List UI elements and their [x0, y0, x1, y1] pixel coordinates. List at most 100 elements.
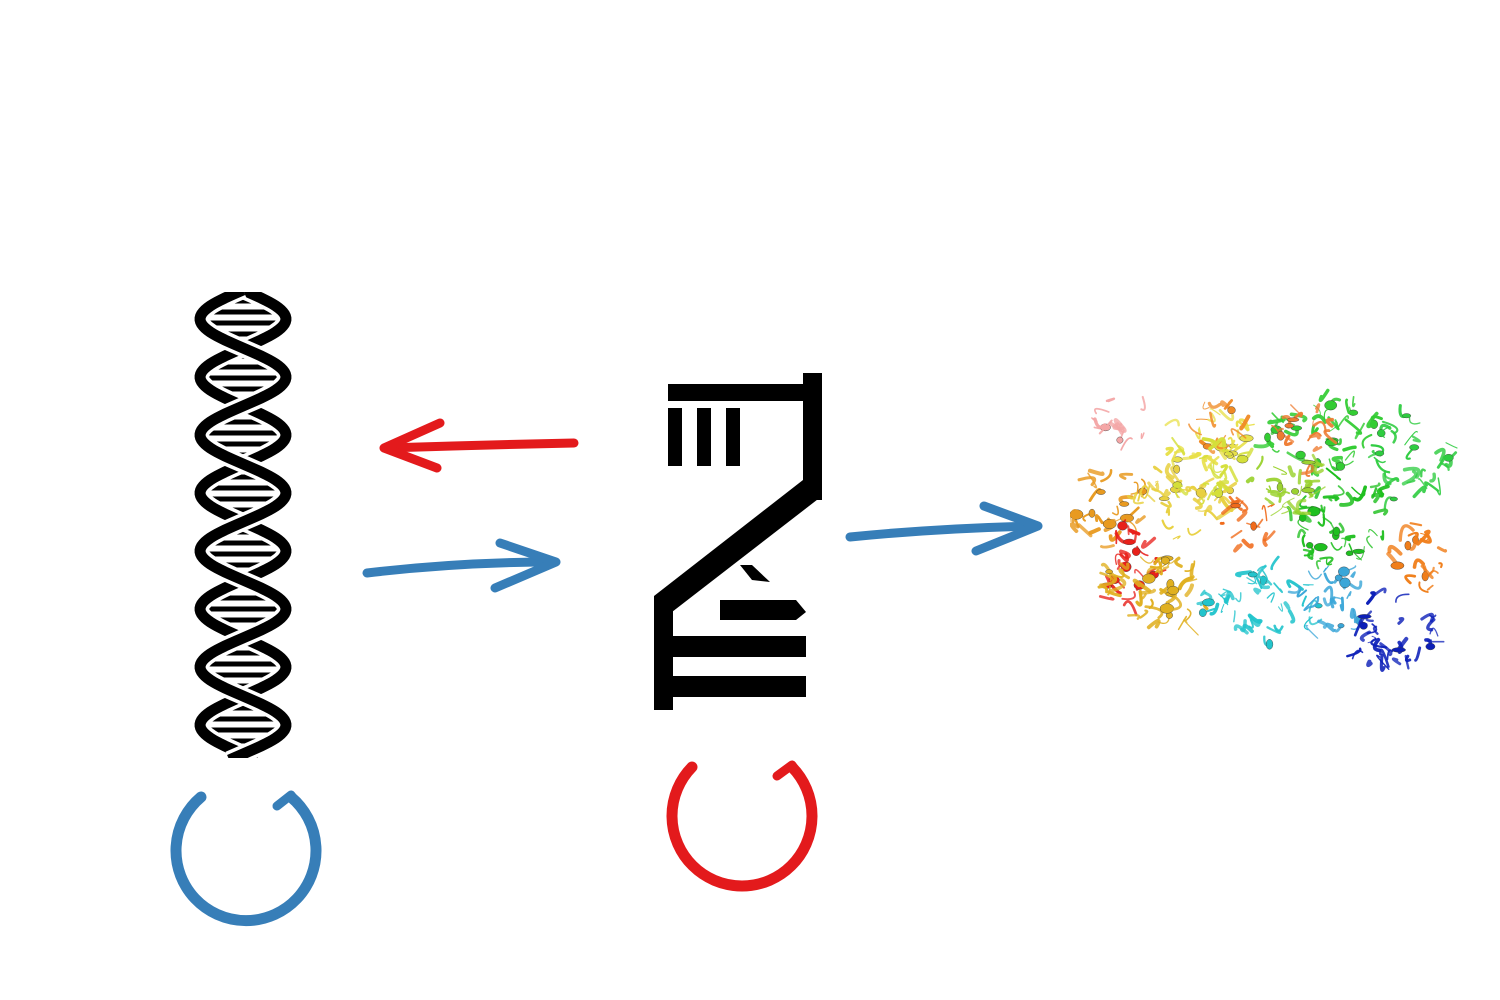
protein-ribbon-segment	[1373, 587, 1387, 597]
dna-base-pair	[211, 562, 275, 568]
protein-ribbon-segment	[1132, 496, 1144, 505]
protein-ribbon-segment	[1127, 525, 1130, 536]
protein-ribbon-segment	[1162, 488, 1171, 499]
protein-ribbon-segment	[1322, 516, 1332, 524]
rna-base	[668, 384, 808, 401]
replication-loop-arrow	[170, 791, 322, 927]
protein-ribbon-segment	[1391, 657, 1402, 666]
protein-helix	[1239, 434, 1254, 442]
protein-ribbon-segment	[1262, 532, 1269, 547]
protein-helix	[1142, 573, 1156, 584]
protein-helix	[1425, 642, 1436, 651]
protein-ribbon-segment	[1386, 649, 1394, 661]
protein-ribbon-segment	[1351, 486, 1366, 497]
protein-ribbon-segment	[1220, 603, 1225, 613]
protein-ribbon-segment	[1160, 500, 1172, 508]
protein-helix	[1301, 460, 1316, 465]
protein-ribbon-segment	[1161, 519, 1174, 530]
protein-ribbon-segment	[1201, 437, 1217, 451]
protein-ribbon-segment	[1233, 543, 1243, 553]
protein-ribbon-segment	[1192, 497, 1203, 510]
protein-ribbon-segment	[1094, 407, 1110, 415]
protein-ribbon-segment	[1297, 528, 1307, 539]
protein-ribbon-segment	[1261, 504, 1268, 522]
protein-ribbon-segment	[1296, 588, 1308, 598]
protein-ribbon-segment	[1354, 422, 1365, 440]
protein-ribbon-segment	[1099, 571, 1118, 587]
protein-ribbon-segment	[1137, 484, 1149, 502]
protein-ribbon-segment	[1229, 443, 1239, 452]
protein-ribbon-segment	[1319, 556, 1334, 565]
protein-ribbon-segment	[1436, 455, 1447, 469]
protein-ribbon-segment	[1281, 506, 1291, 515]
protein-ribbon-segment	[1133, 481, 1139, 495]
protein-ribbon-segment	[1344, 534, 1356, 542]
protein-ribbon-segment	[1444, 459, 1453, 468]
protein-ribbon-segment	[1221, 449, 1232, 458]
protein-ribbon-segment	[1156, 557, 1163, 576]
protein-ribbon-segment	[1380, 530, 1385, 541]
protein-ribbon-segment	[1395, 593, 1410, 603]
dna-base-pair	[201, 320, 285, 326]
protein-ribbon-segment	[1445, 442, 1458, 449]
protein-helix	[1291, 488, 1300, 495]
protein-ribbon-segment	[1213, 483, 1219, 490]
protein-ribbon-segment	[1287, 465, 1296, 478]
protein-ribbon-segment	[1228, 495, 1243, 511]
protein-ribbon-segment	[1307, 548, 1315, 560]
protein-ribbon-segment	[1287, 609, 1296, 624]
protein-ribbon-segment	[1201, 454, 1212, 472]
protein-ribbon-segment	[1241, 538, 1254, 549]
protein-helix	[1160, 556, 1170, 565]
protein-ribbon-segment	[1267, 490, 1282, 503]
protein-ribbon-segment	[1370, 637, 1388, 649]
protein-ribbon-segment	[1307, 596, 1320, 609]
protein-ribbon-segment	[1139, 609, 1149, 619]
protein-ribbon-segment	[1230, 529, 1243, 539]
protein-ribbon-segment	[1140, 432, 1145, 440]
rna-replication-loop-arrow	[666, 761, 818, 892]
dna-base-pair	[200, 430, 286, 436]
protein-ribbon-segment	[1209, 464, 1223, 479]
protein-ribbon-segment	[1127, 520, 1137, 533]
protein-helix	[1117, 521, 1128, 531]
protein-ribbon-segment	[1404, 574, 1417, 585]
protein-ribbon-segment	[1199, 497, 1205, 506]
protein-ribbon-segment	[1270, 505, 1284, 517]
protein-ribbon-segment	[1141, 536, 1157, 549]
protein-ribbon-segment	[1171, 436, 1186, 455]
protein-helix	[1248, 571, 1258, 578]
protein-ribbon-segment	[1219, 496, 1234, 513]
protein-ribbon-segment	[1349, 607, 1356, 619]
protein-ribbon-segment	[1196, 492, 1208, 503]
protein-ribbon-segment	[1070, 509, 1082, 523]
protein-ribbon-segment	[1134, 568, 1145, 579]
protein-ribbon-segment	[1235, 570, 1253, 578]
protein-ribbon-segment	[1325, 558, 1333, 566]
rna-replication-loop-arrowhead	[772, 760, 808, 786]
rna-hairpin-icon	[654, 373, 822, 710]
protein-helix	[1088, 508, 1096, 518]
protein-ribbon-segment	[1165, 507, 1171, 516]
protein-ribbon-segment	[1188, 423, 1202, 436]
protein-ribbon-segment	[1119, 549, 1131, 560]
protein-ribbon-segment	[1351, 649, 1364, 660]
protein-ribbon-segment	[1436, 546, 1448, 553]
protein-ribbon-segment	[1341, 537, 1347, 548]
protein-ribbon-segment	[1408, 415, 1421, 425]
protein-helix	[1202, 598, 1215, 607]
protein-ribbon-segment	[1390, 429, 1397, 444]
protein-ribbon-segment	[1270, 555, 1280, 571]
protein-ribbon-segment	[1223, 443, 1229, 449]
rna-base	[720, 600, 806, 620]
protein-ribbon-segment	[1206, 504, 1213, 511]
protein-ribbon-segment	[1202, 482, 1210, 486]
dna-base-pair	[204, 672, 283, 678]
dna-base-pair	[201, 485, 285, 491]
protein-ribbon-segment	[1416, 529, 1431, 546]
protein-helix	[1402, 413, 1412, 419]
protein-helix	[1338, 566, 1350, 577]
protein-ribbon-segment	[1429, 472, 1437, 483]
protein-ribbon-segment	[1147, 494, 1156, 503]
protein-helix	[1286, 417, 1300, 422]
